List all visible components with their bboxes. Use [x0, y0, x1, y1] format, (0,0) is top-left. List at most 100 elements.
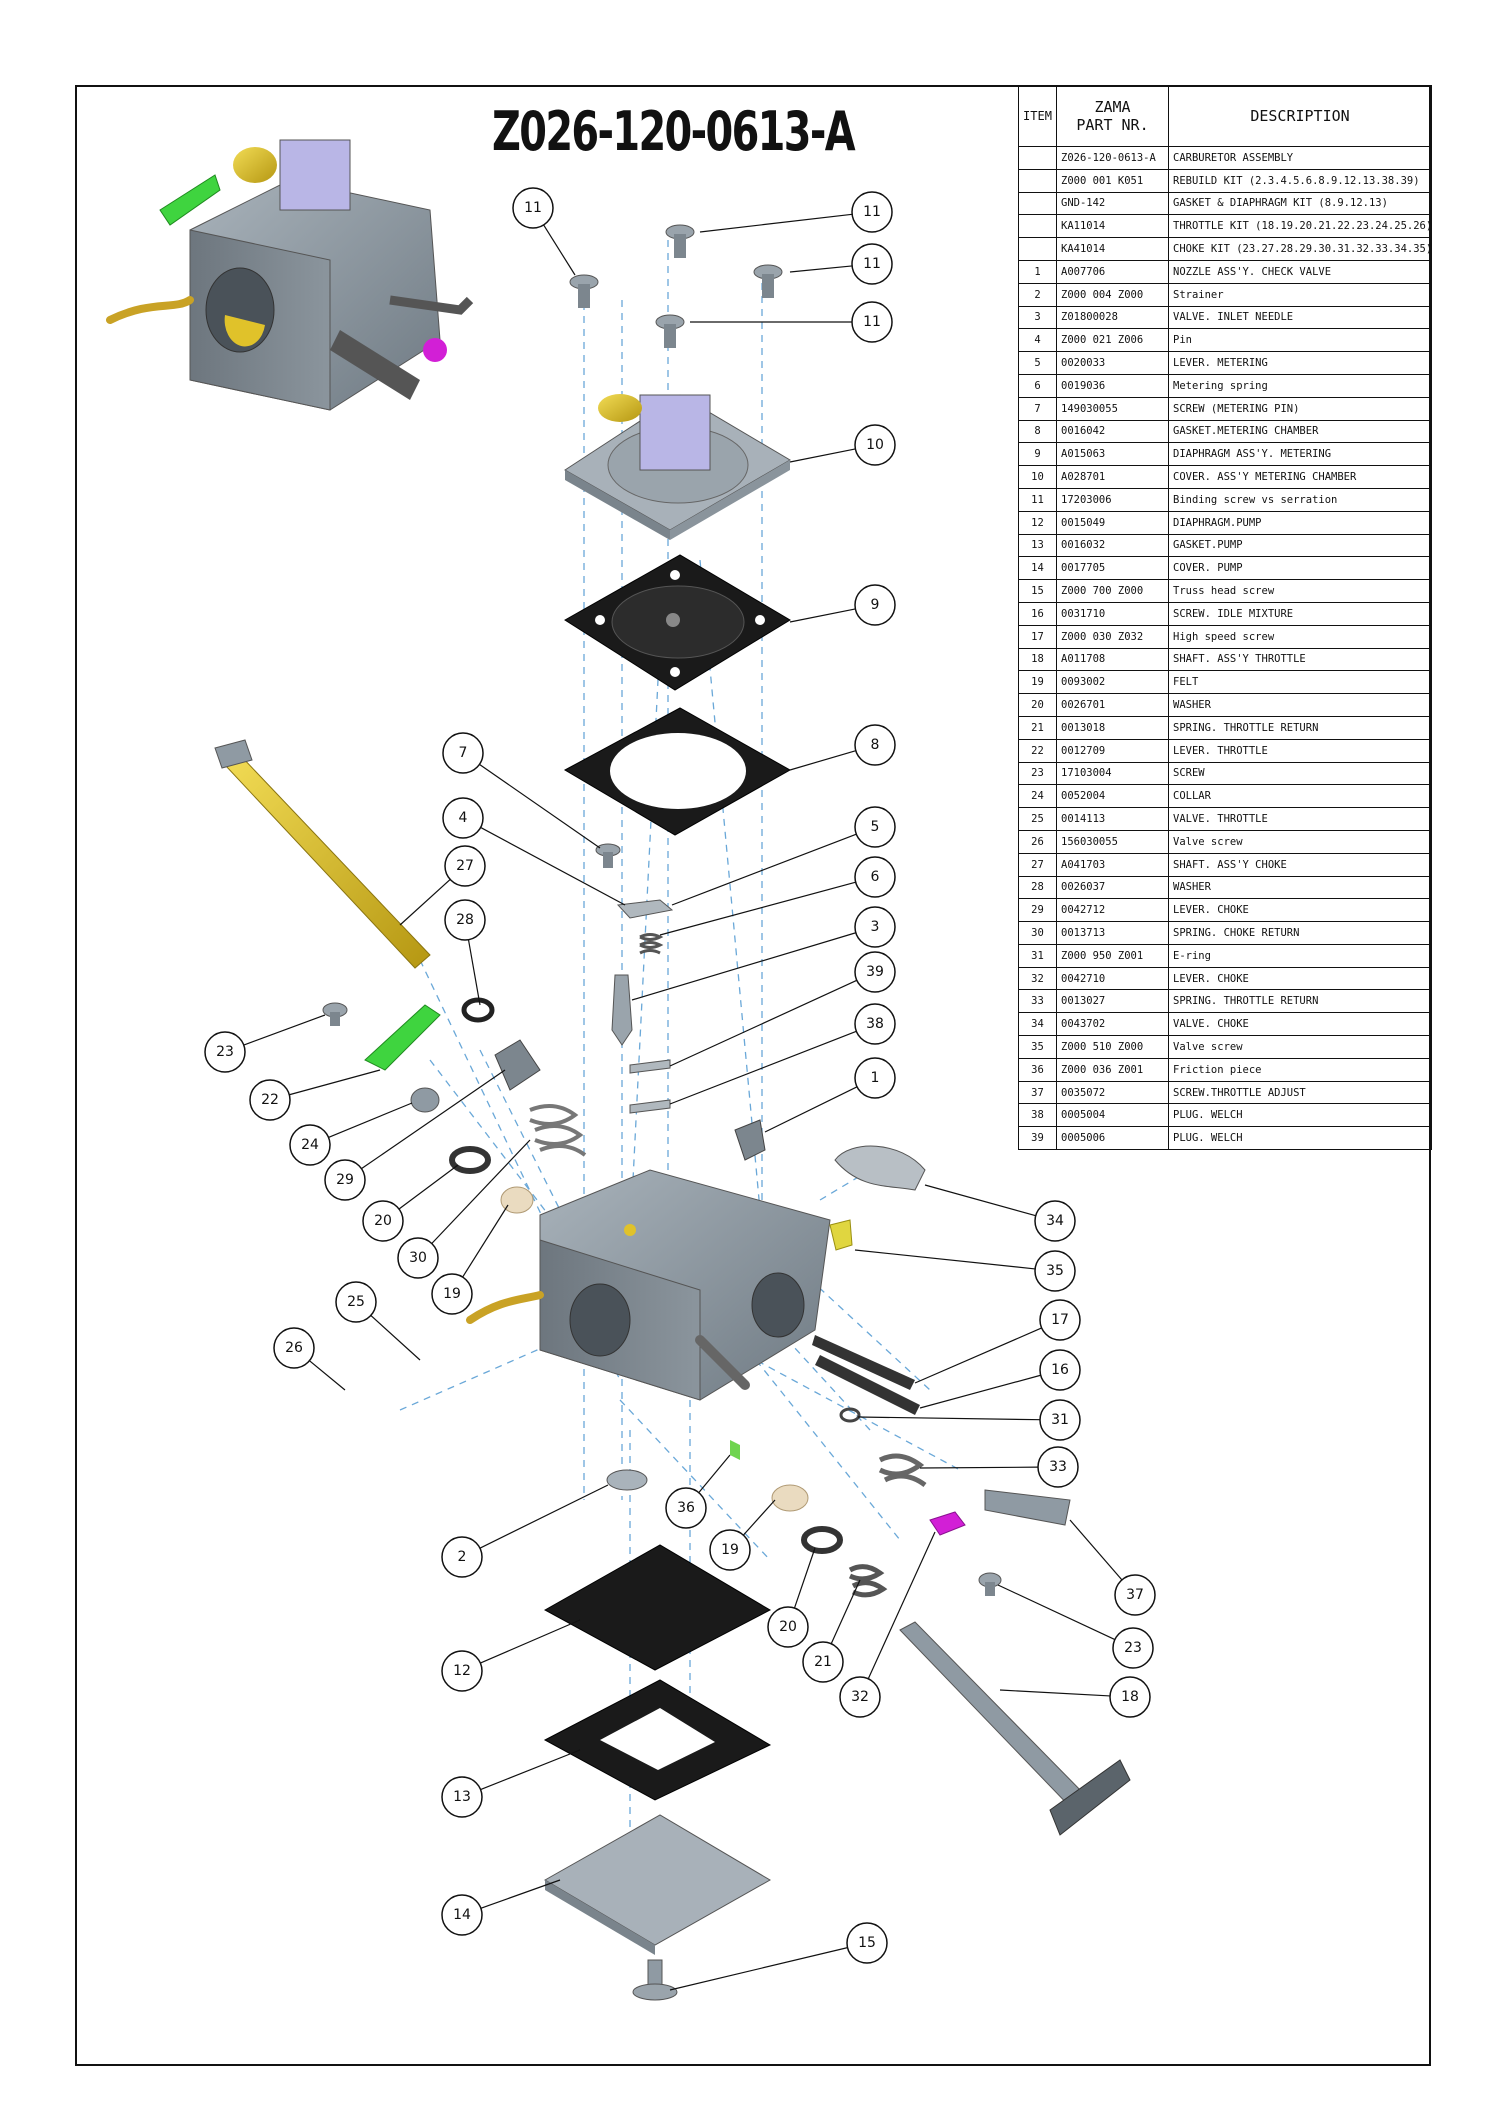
callout-number: 23 — [216, 1044, 234, 1060]
part-number-cell: 0093002 — [1056, 670, 1169, 695]
part-33-spring — [878, 1453, 927, 1488]
leader-line — [480, 826, 626, 906]
callout-circle — [324, 1159, 366, 1201]
header-part-nr-line1: ZAMA — [1094, 98, 1131, 116]
callout-14: 14 — [441, 1894, 483, 1936]
callout-6: 6 — [854, 856, 896, 898]
callout-38: 38 — [854, 1003, 896, 1045]
leader-line — [698, 1454, 731, 1493]
part-number-cell: 0013018 — [1056, 715, 1169, 740]
callout-number: 20 — [374, 1213, 392, 1229]
leader-line — [919, 1374, 1041, 1409]
part-number-cell: 156030055 — [1056, 829, 1169, 854]
callout-number: 5 — [871, 819, 880, 835]
description-cell: Valve screw — [1168, 829, 1432, 854]
callout-circle — [442, 797, 484, 839]
callout-19: 19 — [709, 1529, 751, 1571]
part-2-strainer — [606, 1469, 648, 1491]
part-9-metering-diaphragm — [564, 554, 791, 691]
callout-number: 19 — [443, 1286, 461, 1302]
callout-circle — [839, 1676, 881, 1718]
callout-number: 6 — [871, 869, 880, 885]
leader-line — [793, 1547, 816, 1609]
callout-20: 20 — [767, 1606, 809, 1648]
callout-8: 8 — [854, 724, 896, 766]
callout-10: 10 — [854, 424, 896, 466]
callout-number: 10 — [866, 437, 884, 453]
leader-line — [669, 979, 858, 1067]
part-1-nozzle — [734, 1119, 766, 1161]
callout-circle — [854, 1057, 896, 1099]
part-16-idle-mixture-screw — [815, 1355, 920, 1415]
part-number-cell: A011708 — [1056, 647, 1169, 672]
item-cell: 27 — [1018, 852, 1057, 877]
part-19-felt — [500, 1186, 534, 1214]
callout-number: 22 — [261, 1092, 279, 1108]
callout-circle — [431, 1273, 473, 1315]
description-cell: FELT — [1168, 670, 1432, 695]
part-7-screw — [595, 843, 621, 868]
part-number-cell: 0042710 — [1056, 966, 1169, 991]
callout-36: 36 — [665, 1487, 707, 1529]
part-24-collar — [410, 1087, 440, 1113]
leader-line — [669, 1947, 848, 1991]
callout-circle — [851, 191, 893, 233]
description-cell: NOZZLE ASS'Y. CHECK VALVE — [1168, 259, 1432, 284]
description-cell: SHAFT. ASS'Y CHOKE — [1168, 852, 1432, 877]
callout-circle — [854, 584, 896, 626]
callout-11: 11 — [851, 191, 893, 233]
description-cell: LEVER. THROTTLE — [1168, 738, 1432, 763]
right-side-parts — [812, 1145, 1131, 1836]
leader-line — [659, 881, 856, 936]
part-14-pump-cover — [544, 1814, 771, 1946]
item-cell: 19 — [1018, 670, 1057, 695]
callout-20: 20 — [362, 1200, 404, 1242]
item-cell: 20 — [1018, 693, 1057, 717]
callout-number: 21 — [814, 1654, 832, 1670]
callout-circle — [273, 1327, 315, 1369]
callout-number: 34 — [1046, 1213, 1064, 1229]
leader-line — [479, 1484, 609, 1549]
leader-line — [789, 265, 853, 273]
callout-number: 32 — [851, 1689, 869, 1705]
callout-16: 16 — [1039, 1349, 1081, 1391]
callout-34: 34 — [1034, 1200, 1076, 1242]
description-cell: SPRING. CHOKE RETURN — [1168, 921, 1432, 945]
leader-line — [914, 1327, 1042, 1384]
part-38-welch-plug — [629, 1099, 671, 1114]
callout-number: 9 — [871, 597, 880, 613]
callout-5: 5 — [854, 806, 896, 848]
callout-number: 27 — [456, 858, 474, 874]
item-cell: 26 — [1018, 829, 1057, 854]
callout-18: 18 — [1109, 1676, 1151, 1718]
part-27-choke-shaft — [214, 739, 431, 969]
description-cell: SHAFT. ASS'Y THROTTLE — [1168, 647, 1432, 672]
callout-circle — [854, 1003, 896, 1045]
callout-circle — [854, 424, 896, 466]
callout-2: 2 — [441, 1536, 483, 1578]
callout-number: 19 — [721, 1542, 739, 1558]
leader-line — [789, 608, 856, 623]
leader-line — [764, 1086, 858, 1133]
leader-line — [480, 1879, 561, 1909]
callout-number: 31 — [1051, 1412, 1069, 1428]
callout-number: 2 — [458, 1549, 467, 1565]
callout-circle — [1109, 1676, 1151, 1718]
part-8-metering-gasket — [563, 707, 792, 836]
